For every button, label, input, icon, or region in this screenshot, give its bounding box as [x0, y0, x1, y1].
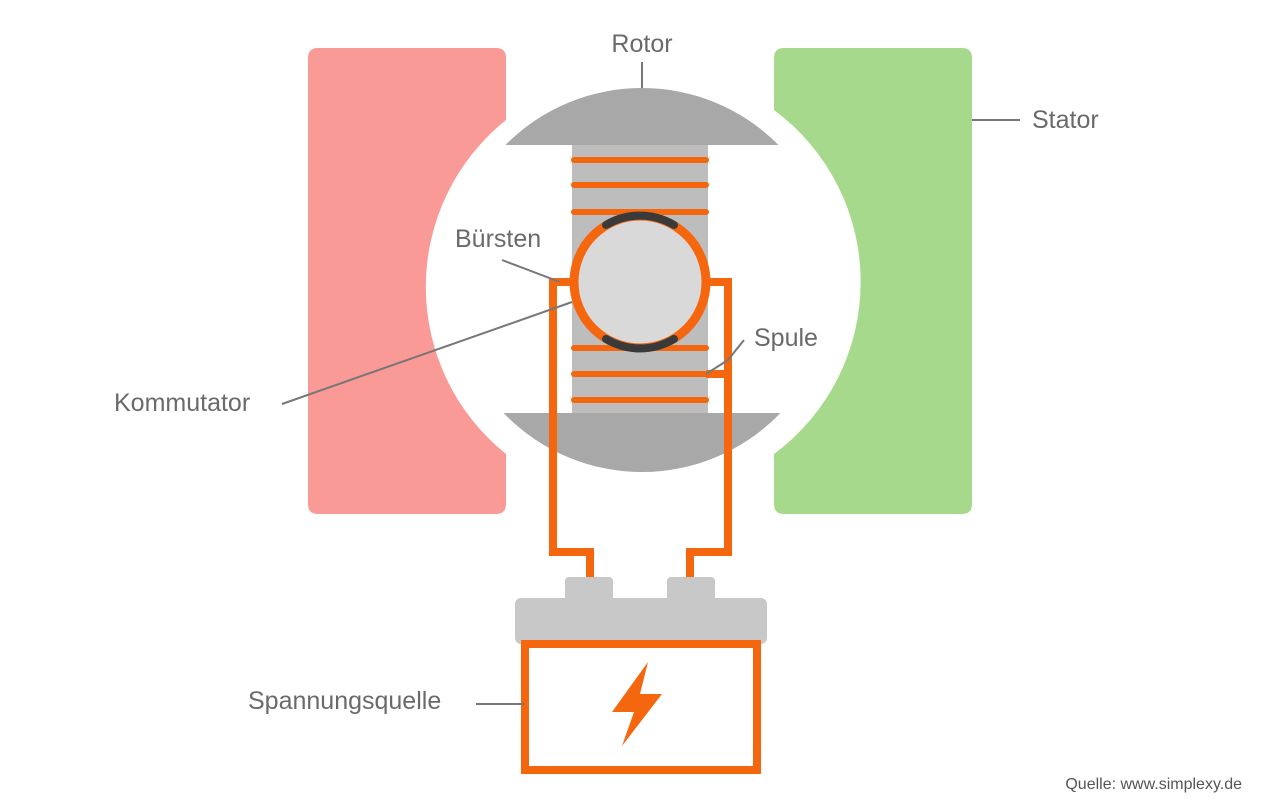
brush-bottom — [602, 335, 678, 353]
leader-commutator — [281, 301, 573, 405]
label-voltage-source: Spannungsquelle — [248, 687, 441, 715]
label-brushes: Bürsten — [455, 225, 541, 253]
leader-brushes — [501, 259, 561, 283]
brush-top — [602, 211, 678, 229]
label-coil: Spule — [754, 324, 818, 352]
battery-lid — [515, 598, 767, 644]
stator-magnet-right — [774, 48, 972, 514]
commutator — [569, 211, 711, 353]
label-rotor: Rotor — [611, 30, 672, 58]
label-commutator: Kommutator — [114, 389, 250, 417]
battery — [515, 577, 767, 774]
lightning-bolt-icon — [612, 662, 662, 746]
stator-magnet-left — [308, 48, 506, 514]
leader-coil — [705, 339, 745, 375]
source-credit: Quelle: www.simplexy.de — [1065, 776, 1242, 793]
label-stator: Stator — [1032, 106, 1099, 134]
